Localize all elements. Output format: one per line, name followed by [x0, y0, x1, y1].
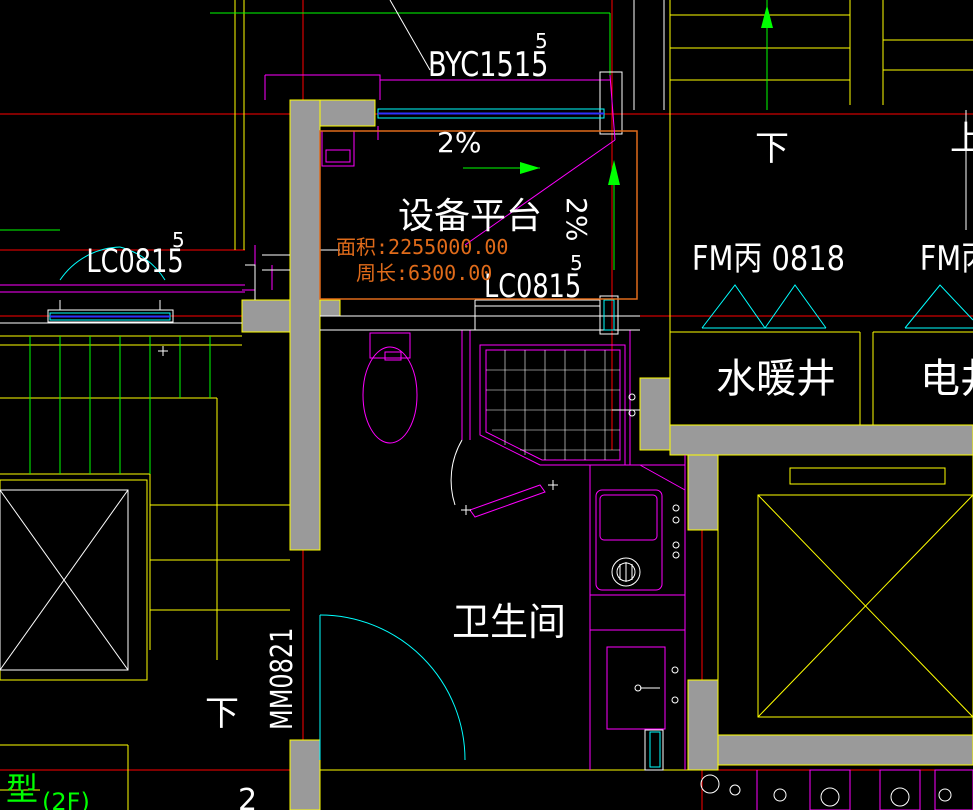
door-mm-label: MM0821 — [265, 628, 299, 730]
room-bathroom-label: 卫生间 — [452, 600, 566, 644]
window-mid-label: LC0815 — [484, 267, 581, 305]
magenta-lines — [0, 74, 973, 810]
door-fm-a-label: FM丙 0818 — [692, 240, 845, 279]
window-top-label: BYC1515 — [428, 45, 548, 85]
arrow-right-icon — [520, 162, 540, 174]
up-right-label: 上 — [950, 119, 973, 159]
door-swings — [59, 246, 973, 761]
door-fm-b-label: FM丙 — [920, 240, 973, 279]
walls — [241, 99, 973, 810]
type-mark-label: 型 — [6, 770, 38, 808]
window-left-sup: 5 — [172, 228, 185, 252]
window-mid-sup: 5 — [570, 251, 583, 275]
slope-top-label: 2% — [437, 126, 481, 159]
slope-right-label: 2% — [560, 197, 593, 241]
leader-line — [389, 0, 431, 71]
shower-tiles — [486, 350, 620, 460]
down-left-label: 下 — [205, 694, 239, 734]
down-top-label: 下 — [755, 129, 789, 169]
perimeter-label: 周长:6300.00 — [356, 261, 492, 285]
shaft-water-label: 水暖井 — [716, 356, 836, 402]
area-label: 面积:2255000.00 — [336, 235, 508, 259]
shaft-elec-label: 电井 — [920, 356, 973, 402]
window-left-label: LC0815 — [86, 242, 183, 280]
platform-outline — [319, 74, 638, 300]
floor-mark-label: (2F) — [42, 788, 90, 810]
corner-num-label: 2 — [238, 783, 257, 810]
green-lines — [0, 0, 768, 474]
windows — [49, 108, 661, 768]
window-top-sup: 5 — [535, 29, 548, 53]
stair-arrow-icon — [761, 5, 773, 28]
arrow-up-icon — [608, 160, 620, 185]
room-platform-label: 设备平台 — [398, 196, 542, 237]
left-shaft — [0, 479, 148, 681]
